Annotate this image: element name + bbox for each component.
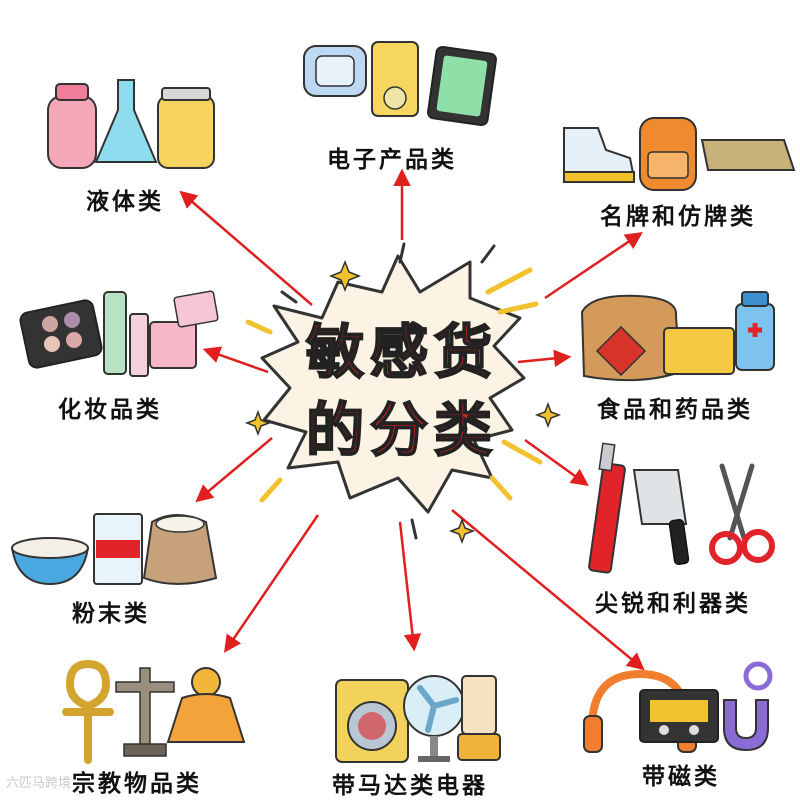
scissors-icon [719,463,755,541]
label-liquid: 液体类 [86,189,164,215]
wallet-icon [700,139,796,171]
label-religious: 宗教物品类 [72,771,202,797]
sneaker-icon [563,127,636,179]
label-powder: 粉末类 [72,601,150,627]
arrow-to-sharp [524,438,589,487]
statue-icon [115,667,175,747]
liquid-illustration [47,79,215,169]
spark-star [534,401,562,429]
arrow-to-food-medicine [517,349,572,368]
label-sharp: 尖锐和利器类 [595,591,751,617]
jar-icon [157,95,215,169]
arrows [179,168,645,671]
label-brand: 名牌和仿牌类 [600,204,756,230]
spark-lines-dark [280,242,496,540]
watermark: 六匹马跨境 [6,776,72,791]
burst-shape [260,254,526,514]
eyeshadow-palette-icon [19,299,103,369]
arrow-to-brand [544,232,643,300]
electronics-illustration [303,41,497,127]
cream-tube-icon [129,313,149,377]
spark-star [448,517,476,545]
label-food-medicine: 食品和药品类 [597,397,753,423]
cosmetics-illustration [19,290,219,377]
magnet-icon [723,699,769,752]
label-magnetic: 带磁类 [642,764,720,790]
magnetic-illustration [583,661,773,753]
arrow-to-religious [224,514,320,653]
lotion-bottle-icon [103,291,127,375]
utility-knife-icon [588,462,626,574]
ankh-icon [62,660,114,764]
arrow-to-cosmetics [202,346,269,374]
center-burst: 敏感货 的分类 [244,242,562,545]
label-electronics: 电子产品类 [327,147,457,173]
arrow-to-motor [398,521,422,652]
arrow-to-magnetic [451,509,645,671]
label-motor: 带马达类电器 [332,773,488,799]
makeup-palette-icon [149,321,197,369]
sharp-illustration [588,442,775,574]
title-line-1: 敏感货 [306,318,498,386]
buddha-icon [191,667,221,697]
cleaver-icon [632,469,688,525]
motor-illustration [335,675,501,763]
yogurt-bottle-icon [47,95,97,169]
powder-illustration [10,513,218,586]
makeup-card-icon [173,290,219,328]
spark-star [244,409,272,437]
food-basket-icon [663,327,735,375]
blender-icon [461,675,497,735]
spark-lines [245,267,543,503]
title-line-2: 的分类 [306,396,498,464]
brand-illustration [563,117,796,191]
label-cosmetics: 化妆品类 [58,397,162,423]
arrow-to-liquid [179,190,313,306]
gear-icon [743,661,773,691]
flour-sack-icon [142,514,218,585]
spark-star [328,259,362,293]
religious-illustration [62,660,246,764]
food-medicine-illustration [580,291,775,382]
flask-icon [94,79,158,163]
arrow-to-powder [195,437,273,503]
